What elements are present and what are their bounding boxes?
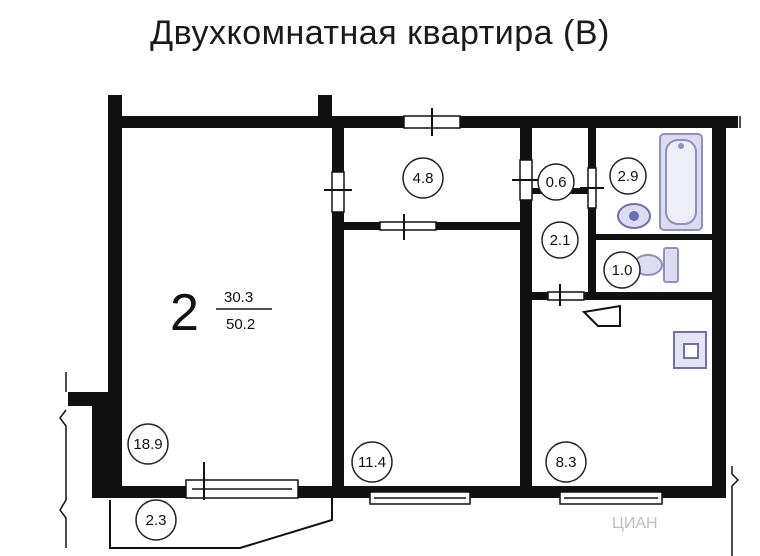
room-count: 2 [170,284,199,342]
door-room2 [379,221,437,231]
wall-right [712,116,726,498]
wall-left-outer [92,392,108,498]
wall-left [108,116,122,498]
wall-int-3 [588,128,596,296]
wall-kitchen-top [532,292,712,300]
area-circle-balcony [135,499,177,541]
area-circle-corridor [402,157,444,199]
bathtub [659,133,703,231]
sink [617,203,651,229]
door-room1 [331,171,345,213]
vent-shaft [581,304,621,327]
area-circle-bathroom [609,157,647,195]
area-bathroom: 2.9 [618,168,639,185]
stove [673,331,707,369]
area-corridor: 4.8 [413,170,434,187]
area-toilet: 1.0 [612,262,633,279]
area-room-middle: 11.4 [358,454,386,471]
area-circle-room-large [127,423,169,465]
area-room-large: 18.9 [133,436,162,453]
door-kitchen [547,291,585,301]
area-circle-hall [541,221,579,259]
plan-title: Двухкомнатная квартира (В) [150,14,610,52]
area-balcony: 2.3 [146,512,167,529]
area-hall: 2.1 [550,232,571,249]
area-circle-toilet [603,251,641,289]
wall-bath-toilet [596,234,712,240]
total-area: 50.2 [226,316,255,333]
area-closet: 0.6 [546,174,567,191]
watermark: ЦИАН [612,515,658,532]
wall-int-2 [520,116,532,498]
balcony-outline [109,498,333,549]
area-kitchen: 8.3 [556,454,577,471]
living-area: 30.3 [224,289,253,306]
area-circle-room-middle [351,441,393,483]
area-circle-kitchen [545,441,587,483]
area-circle-closet [537,163,575,201]
windows [185,479,663,505]
